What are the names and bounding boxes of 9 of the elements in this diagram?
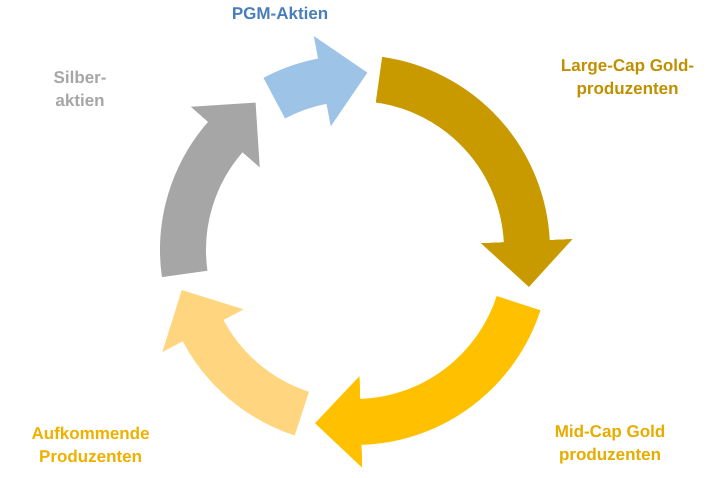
cycle-segment <box>160 100 262 276</box>
segment-caption: PGM-Aktien <box>230 3 330 25</box>
segment-caption: Aufkommende Produzenten <box>30 423 151 468</box>
cycle-segment <box>264 36 368 126</box>
segment-caption: Silber-aktien <box>52 67 108 112</box>
segment-caption: Large-Cap Gold-produzenten <box>560 55 696 100</box>
cycle-segment <box>315 294 540 468</box>
segment-caption: Mid-Cap Gold produzenten <box>554 421 666 466</box>
cycle-segment <box>164 291 310 435</box>
